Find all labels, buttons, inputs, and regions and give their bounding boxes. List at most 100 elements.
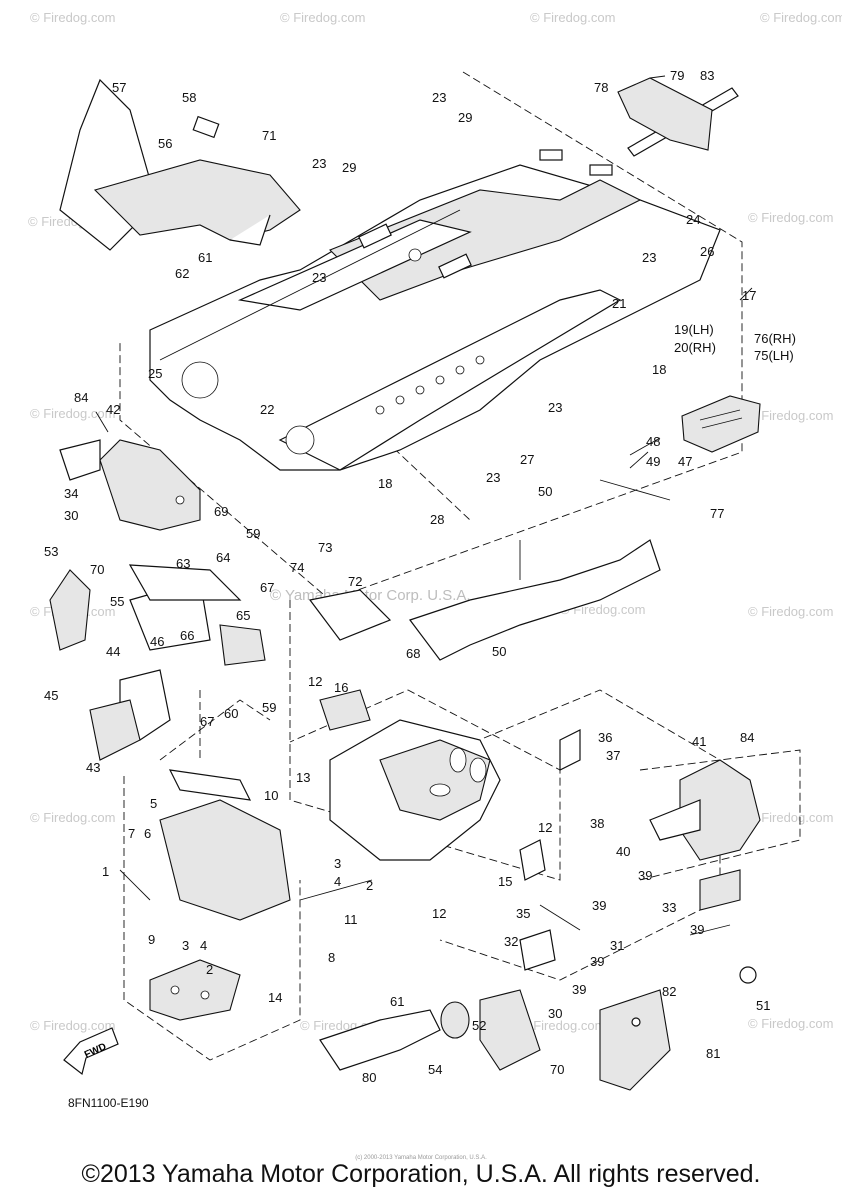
- part-label: 2: [206, 962, 213, 977]
- main-frame: [149, 149, 721, 471]
- part-label: 18: [378, 476, 392, 491]
- part-label: 23: [486, 470, 500, 485]
- part-label: 36: [598, 730, 612, 745]
- part-label: 64: [216, 550, 230, 565]
- part-label: 4: [200, 938, 207, 953]
- part-label: 32: [504, 934, 518, 949]
- watermark-text: © Firedog.com: [748, 408, 833, 423]
- watermark-text: © Firedog.com: [748, 1016, 833, 1031]
- part-label: 57: [112, 80, 126, 95]
- part-label: 39: [638, 868, 652, 883]
- part-label: 9: [148, 932, 155, 947]
- fine-print: (c) 2000-2013 Yamaha Motor Corporation, …: [355, 1155, 487, 1161]
- part-label: 61: [390, 994, 404, 1009]
- part-label: 39: [572, 982, 586, 997]
- step-plate: [681, 395, 761, 453]
- part-label: 52: [472, 1018, 486, 1033]
- part-label: 49: [646, 454, 660, 469]
- part-label: 12: [432, 906, 446, 921]
- part-label: 47: [678, 454, 692, 469]
- part-label: 39: [590, 954, 604, 969]
- part-label: 61: [198, 250, 212, 265]
- rear-bar-assembly: [617, 75, 739, 157]
- center-subframe: [319, 689, 501, 861]
- part-label: 25: [148, 366, 162, 381]
- leader-lines: [95, 287, 753, 936]
- part-labels: 57 58 56 62 61 71 23 29 23 29 78 79 83 2…: [44, 68, 796, 1085]
- part-label: 65: [236, 608, 250, 623]
- part-label: 37: [606, 748, 620, 763]
- part-label: 69: [214, 504, 228, 519]
- fwd-arrow-icon: [63, 1027, 119, 1076]
- watermark-text: © Firedog.com: [30, 406, 115, 421]
- watermark-text: © Firedog.com: [30, 10, 115, 25]
- part-label: 34: [64, 486, 78, 501]
- watermark-text: © Firedog.com: [748, 210, 833, 225]
- part-label: 4: [334, 874, 341, 889]
- part-label: 29: [458, 110, 472, 125]
- part-label: 79: [670, 68, 684, 83]
- part-label: 30: [64, 508, 78, 523]
- part-label: 59: [262, 700, 276, 715]
- watermark-text: © Firedog.com: [748, 810, 833, 825]
- watermark-text: © Firedog.com: [30, 1018, 115, 1033]
- watermark-text: © Firedog.com: [280, 10, 365, 25]
- left-mount-42: [59, 439, 201, 531]
- part-label: 70: [550, 1062, 564, 1077]
- part-label: 15: [498, 874, 512, 889]
- part-label: 60: [224, 706, 238, 721]
- watermark-text: © Firedog.com: [530, 10, 615, 25]
- part-label: 72: [348, 574, 362, 589]
- part-label: 41: [692, 734, 706, 749]
- part-label: 23: [312, 156, 326, 171]
- part-label: 51: [756, 998, 770, 1013]
- part-label: 77: [710, 506, 724, 521]
- part-label: 66: [180, 628, 194, 643]
- part-label: 23: [548, 400, 562, 415]
- part-label: 29: [342, 160, 356, 175]
- copyright-notice: ©2013 Yamaha Motor Corporation, U.S.A. A…: [81, 1160, 761, 1188]
- part-label: 20(RH): [674, 340, 716, 355]
- part-label: 56: [158, 136, 172, 151]
- part-label: 42: [106, 402, 120, 417]
- part-label: 5: [150, 796, 157, 811]
- part-label: 2: [366, 878, 373, 893]
- part-label: 50: [538, 484, 552, 499]
- part-label: 31: [610, 938, 624, 953]
- part-label: 33: [662, 900, 676, 915]
- diagram-code: 8FN1100-E190: [68, 1096, 149, 1110]
- part-label: 84: [74, 390, 88, 405]
- part-label: 16: [334, 680, 348, 695]
- part-label: 58: [182, 90, 196, 105]
- lower-frame-50: [409, 479, 671, 661]
- part-label: 46: [150, 634, 164, 649]
- part-label: 53: [44, 544, 58, 559]
- watermark-text: © Firedog.com: [520, 1018, 605, 1033]
- part-label: 82: [662, 984, 676, 999]
- part-label: 59: [246, 526, 260, 541]
- part-label: 67: [260, 580, 274, 595]
- part-label: 81: [706, 1046, 720, 1061]
- part-label: 28: [430, 512, 444, 527]
- part-label: 12: [308, 674, 322, 689]
- front-lower-bracket: [149, 769, 291, 1021]
- part-label: 13: [296, 770, 310, 785]
- part-label: 1: [102, 864, 109, 879]
- part-label: 78: [594, 80, 608, 95]
- part-label: 62: [175, 266, 189, 281]
- part-label: 39: [592, 898, 606, 913]
- part-label: 12: [538, 820, 552, 835]
- bumper-74: [308, 589, 392, 641]
- part-label: 26: [700, 244, 714, 259]
- part-label: 39: [690, 922, 704, 937]
- part-label: 23: [312, 270, 326, 285]
- part-label: 67: [200, 714, 214, 729]
- part-label: 7: [128, 826, 135, 841]
- part-label: 22: [260, 402, 274, 417]
- part-label: 54: [428, 1062, 442, 1077]
- watermark-text: © Firedog.com: [760, 10, 842, 25]
- part-label: 44: [106, 644, 120, 659]
- part-label: 3: [182, 938, 189, 953]
- assembly-boundaries: [119, 71, 801, 1061]
